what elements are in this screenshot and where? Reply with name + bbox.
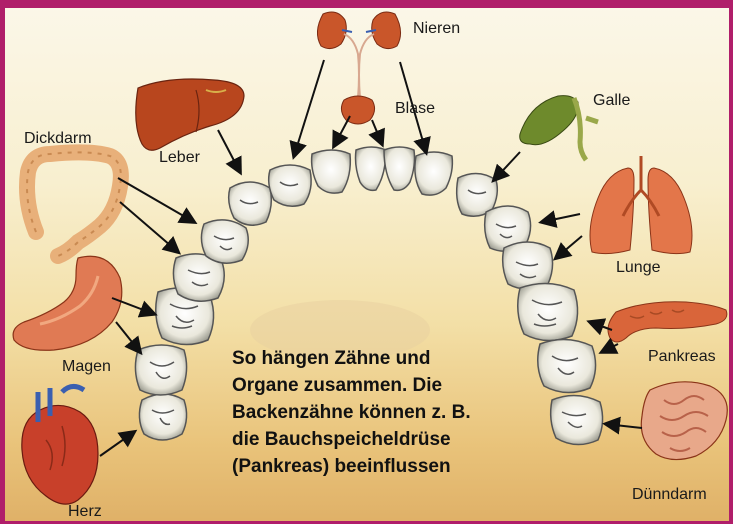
caption-line: die Bauchspeicheldrüse [232,426,562,453]
caption-line: Backenzähne können z. B. [232,399,562,426]
label-dickdarm: Dickdarm [24,130,92,148]
caption-line: Organe zusammen. Die [232,372,562,399]
arrow-icon [602,344,618,352]
tooth-icon [356,147,387,190]
label-nieren: Nieren [413,20,460,38]
arrow-icon [542,214,580,222]
arrow-icon [118,178,194,222]
tooth-icon [201,220,248,263]
label-blase: Blase [395,100,435,118]
arrow-icon [294,60,324,156]
tooth-icon [139,394,186,440]
colon-icon [27,152,121,256]
label-magen: Magen [62,358,111,376]
stomach-icon [13,256,122,350]
arrow-icon [120,202,178,252]
label-pankreas: Pankreas [648,348,716,366]
gallbladder-icon [520,96,598,160]
caption-line: So hängen Zähne und [232,345,562,372]
bladder-icon [341,96,374,124]
label-galle: Galle [593,92,630,110]
label-herz: Herz [68,503,102,521]
liver-icon [136,79,244,150]
tooth-icon [518,283,578,340]
tooth-icon [229,182,272,225]
arrow-icon [334,116,350,146]
tooth-icon [384,147,415,190]
arrow-icon [218,130,240,172]
arrow-icon [556,236,582,258]
lung-icon [590,156,692,254]
heart-icon [22,386,98,504]
tooth-icon [503,242,553,289]
kidney-icon [317,12,400,98]
arrow-icon [606,424,642,428]
pancreas-icon [608,302,727,342]
tooth-icon [135,345,186,395]
arrow-icon [100,432,134,456]
arrow-icon [494,152,520,180]
caption-line: (Pankreas) beeinflussen [232,453,562,480]
arrow-icon [372,120,382,144]
tooth-icon [269,165,311,206]
small-intestine-icon [641,382,727,460]
label-leber: Leber [159,149,200,167]
tooth-icon [415,152,453,195]
label-duenndarm: Dünndarm [632,486,707,504]
label-lunge: Lunge [616,259,661,277]
tooth-icon [312,150,351,193]
arrow-icon [116,322,140,352]
caption: So hängen Zähne und Organe zusammen. Die… [232,345,562,480]
